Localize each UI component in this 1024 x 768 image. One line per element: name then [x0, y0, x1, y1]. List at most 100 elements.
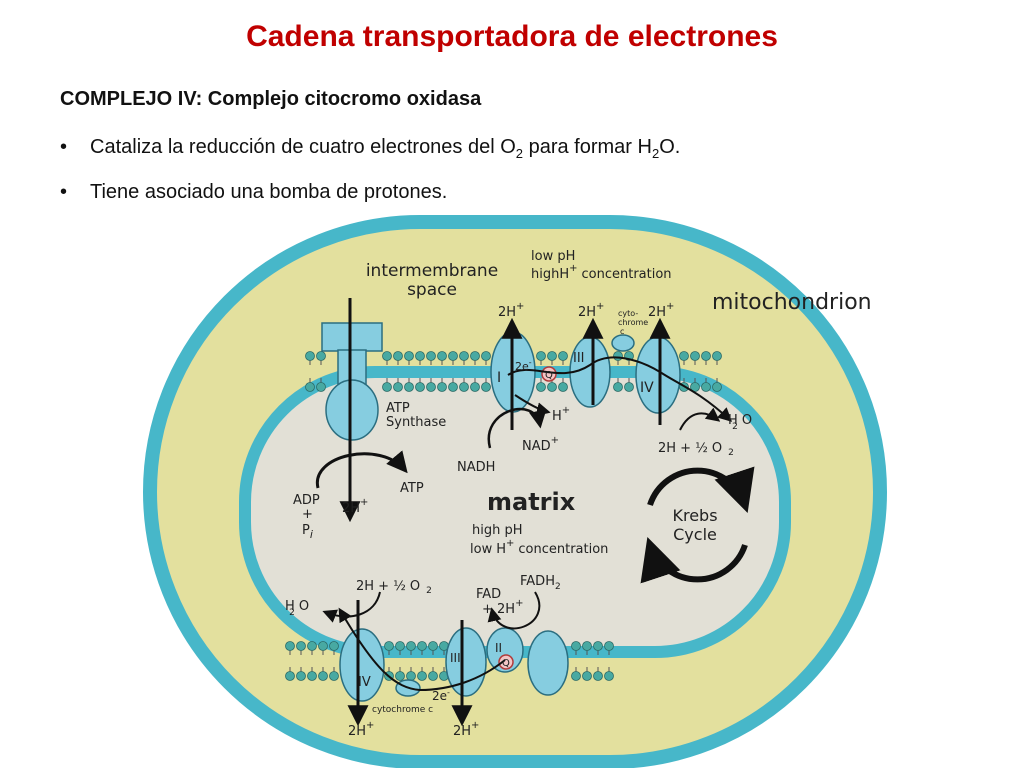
lipid-head	[448, 382, 458, 392]
lipid-head	[558, 382, 568, 392]
label-cycle: Cycle	[673, 525, 717, 544]
label-atp-synthase: ATP	[386, 401, 410, 416]
bullet-glyph: •	[60, 136, 68, 158]
lipid-head	[481, 351, 491, 361]
lipid-head	[437, 351, 447, 361]
lipid-head	[571, 641, 581, 651]
label-intermembrane: intermembrane	[366, 261, 498, 281]
lipid-head	[593, 671, 603, 681]
lipid-head	[329, 641, 339, 651]
lipid-head	[395, 671, 405, 681]
label-krebs: Krebs	[672, 506, 717, 525]
lipid-head	[604, 671, 614, 681]
lipid-head	[296, 641, 306, 651]
cytochrome-c-top	[611, 334, 635, 352]
lipid-head	[712, 382, 722, 392]
arrow-proton-release	[514, 394, 551, 417]
arrow-nadh-to-nad	[487, 407, 547, 449]
lipid-head	[712, 351, 722, 361]
krebs-cycle	[640, 466, 755, 584]
label-matrix: matrix	[487, 488, 576, 516]
slide-title: Cadena transportadora de electrones	[246, 20, 778, 53]
label-complex-III-2h: 2H+	[578, 301, 604, 320]
label-h2o-bottom: H O2	[285, 599, 309, 618]
label-2e-top: 2e-	[515, 358, 532, 373]
label-atp-2h: 2H+	[342, 497, 368, 516]
label-fad: FAD	[476, 587, 501, 602]
label-nad: NAD+	[522, 435, 559, 454]
lipid-head	[316, 382, 326, 392]
lipid-head	[624, 382, 634, 392]
lipid-head	[406, 671, 416, 681]
label-pi: Pi	[302, 523, 313, 541]
label-low-ph: low pH	[531, 249, 575, 264]
label-chrome: chrome	[618, 318, 648, 327]
lipid-head	[701, 351, 711, 361]
arrow-fadh-to-fad	[487, 591, 541, 630]
lipid-head	[285, 671, 295, 681]
lipid-head	[316, 351, 326, 361]
label-h-plus: H+	[552, 405, 570, 424]
lipid-head	[437, 382, 447, 392]
label-cyto: cyto-	[618, 309, 638, 318]
complex-IV-bottom-shape	[339, 628, 385, 702]
inner-membrane-bottom	[285, 641, 614, 681]
lipid-head	[428, 671, 438, 681]
lipid-head	[571, 671, 581, 681]
lipid-head	[582, 641, 592, 651]
lipid-head	[613, 382, 623, 392]
lipid-head	[305, 351, 315, 361]
lipid-head	[593, 641, 603, 651]
label-high-ph: high pH	[472, 523, 523, 538]
lipid-head	[307, 641, 317, 651]
lipid-head	[536, 382, 546, 392]
lipid-head	[395, 641, 405, 651]
lipid-head	[428, 641, 438, 651]
lipid-head	[329, 671, 339, 681]
lipid-head	[547, 382, 557, 392]
bullet-glyph: •	[60, 181, 68, 203]
lipid-head	[690, 351, 700, 361]
label-q-bottom: Q	[502, 658, 510, 669]
atp-synthase	[321, 322, 383, 441]
label-high-concentration: highH+concentration	[531, 263, 672, 282]
lipid-head	[393, 351, 403, 361]
lipid-head	[470, 351, 480, 361]
label-fad-plus-2h: + 2H+	[482, 598, 523, 617]
label-adp-plus: +	[302, 507, 313, 522]
lipid-head	[382, 351, 392, 361]
lipid-head	[536, 351, 546, 361]
arrow-o2-to-water-bottom	[322, 591, 381, 623]
label-atp: ATP	[400, 481, 424, 496]
label-complex-III-bottom: III	[450, 651, 461, 665]
label-complex-IV-2h: 2H+	[648, 301, 674, 320]
lipid-head	[404, 351, 414, 361]
lipid-head	[393, 382, 403, 392]
quinone-bottom	[498, 654, 514, 670]
complex-IV-shape	[635, 336, 681, 414]
bullet-2-text: Tiene asociado una bomba de protones.	[90, 181, 448, 203]
lipid-head	[382, 382, 392, 392]
label-complex-I-2h: 2H+	[498, 301, 524, 320]
label-adp: ADP	[293, 493, 320, 508]
label-2e-bottom: 2e-	[432, 688, 450, 703]
quinone-top	[541, 366, 557, 382]
lipid-head	[448, 351, 458, 361]
bullet-item-1: •Cataliza la reducción de cuatro electro…	[60, 136, 680, 161]
label-complex-IV-bottom: IV	[358, 675, 371, 690]
lipid-head	[701, 382, 711, 392]
lipid-head	[547, 351, 557, 361]
lipid-head	[415, 382, 425, 392]
label-complex-III-bottom-2h: 2H+	[453, 720, 479, 739]
label-complex-III: III	[573, 351, 585, 366]
lipid-head	[426, 351, 436, 361]
lipid-head	[690, 382, 700, 392]
label-complex-I: I	[497, 370, 501, 386]
arrow-o2-to-water-top	[679, 407, 721, 431]
lipid-head	[318, 671, 328, 681]
label-q-top: Q	[545, 370, 553, 381]
lipid-head	[481, 382, 491, 392]
lipid-head	[307, 671, 317, 681]
